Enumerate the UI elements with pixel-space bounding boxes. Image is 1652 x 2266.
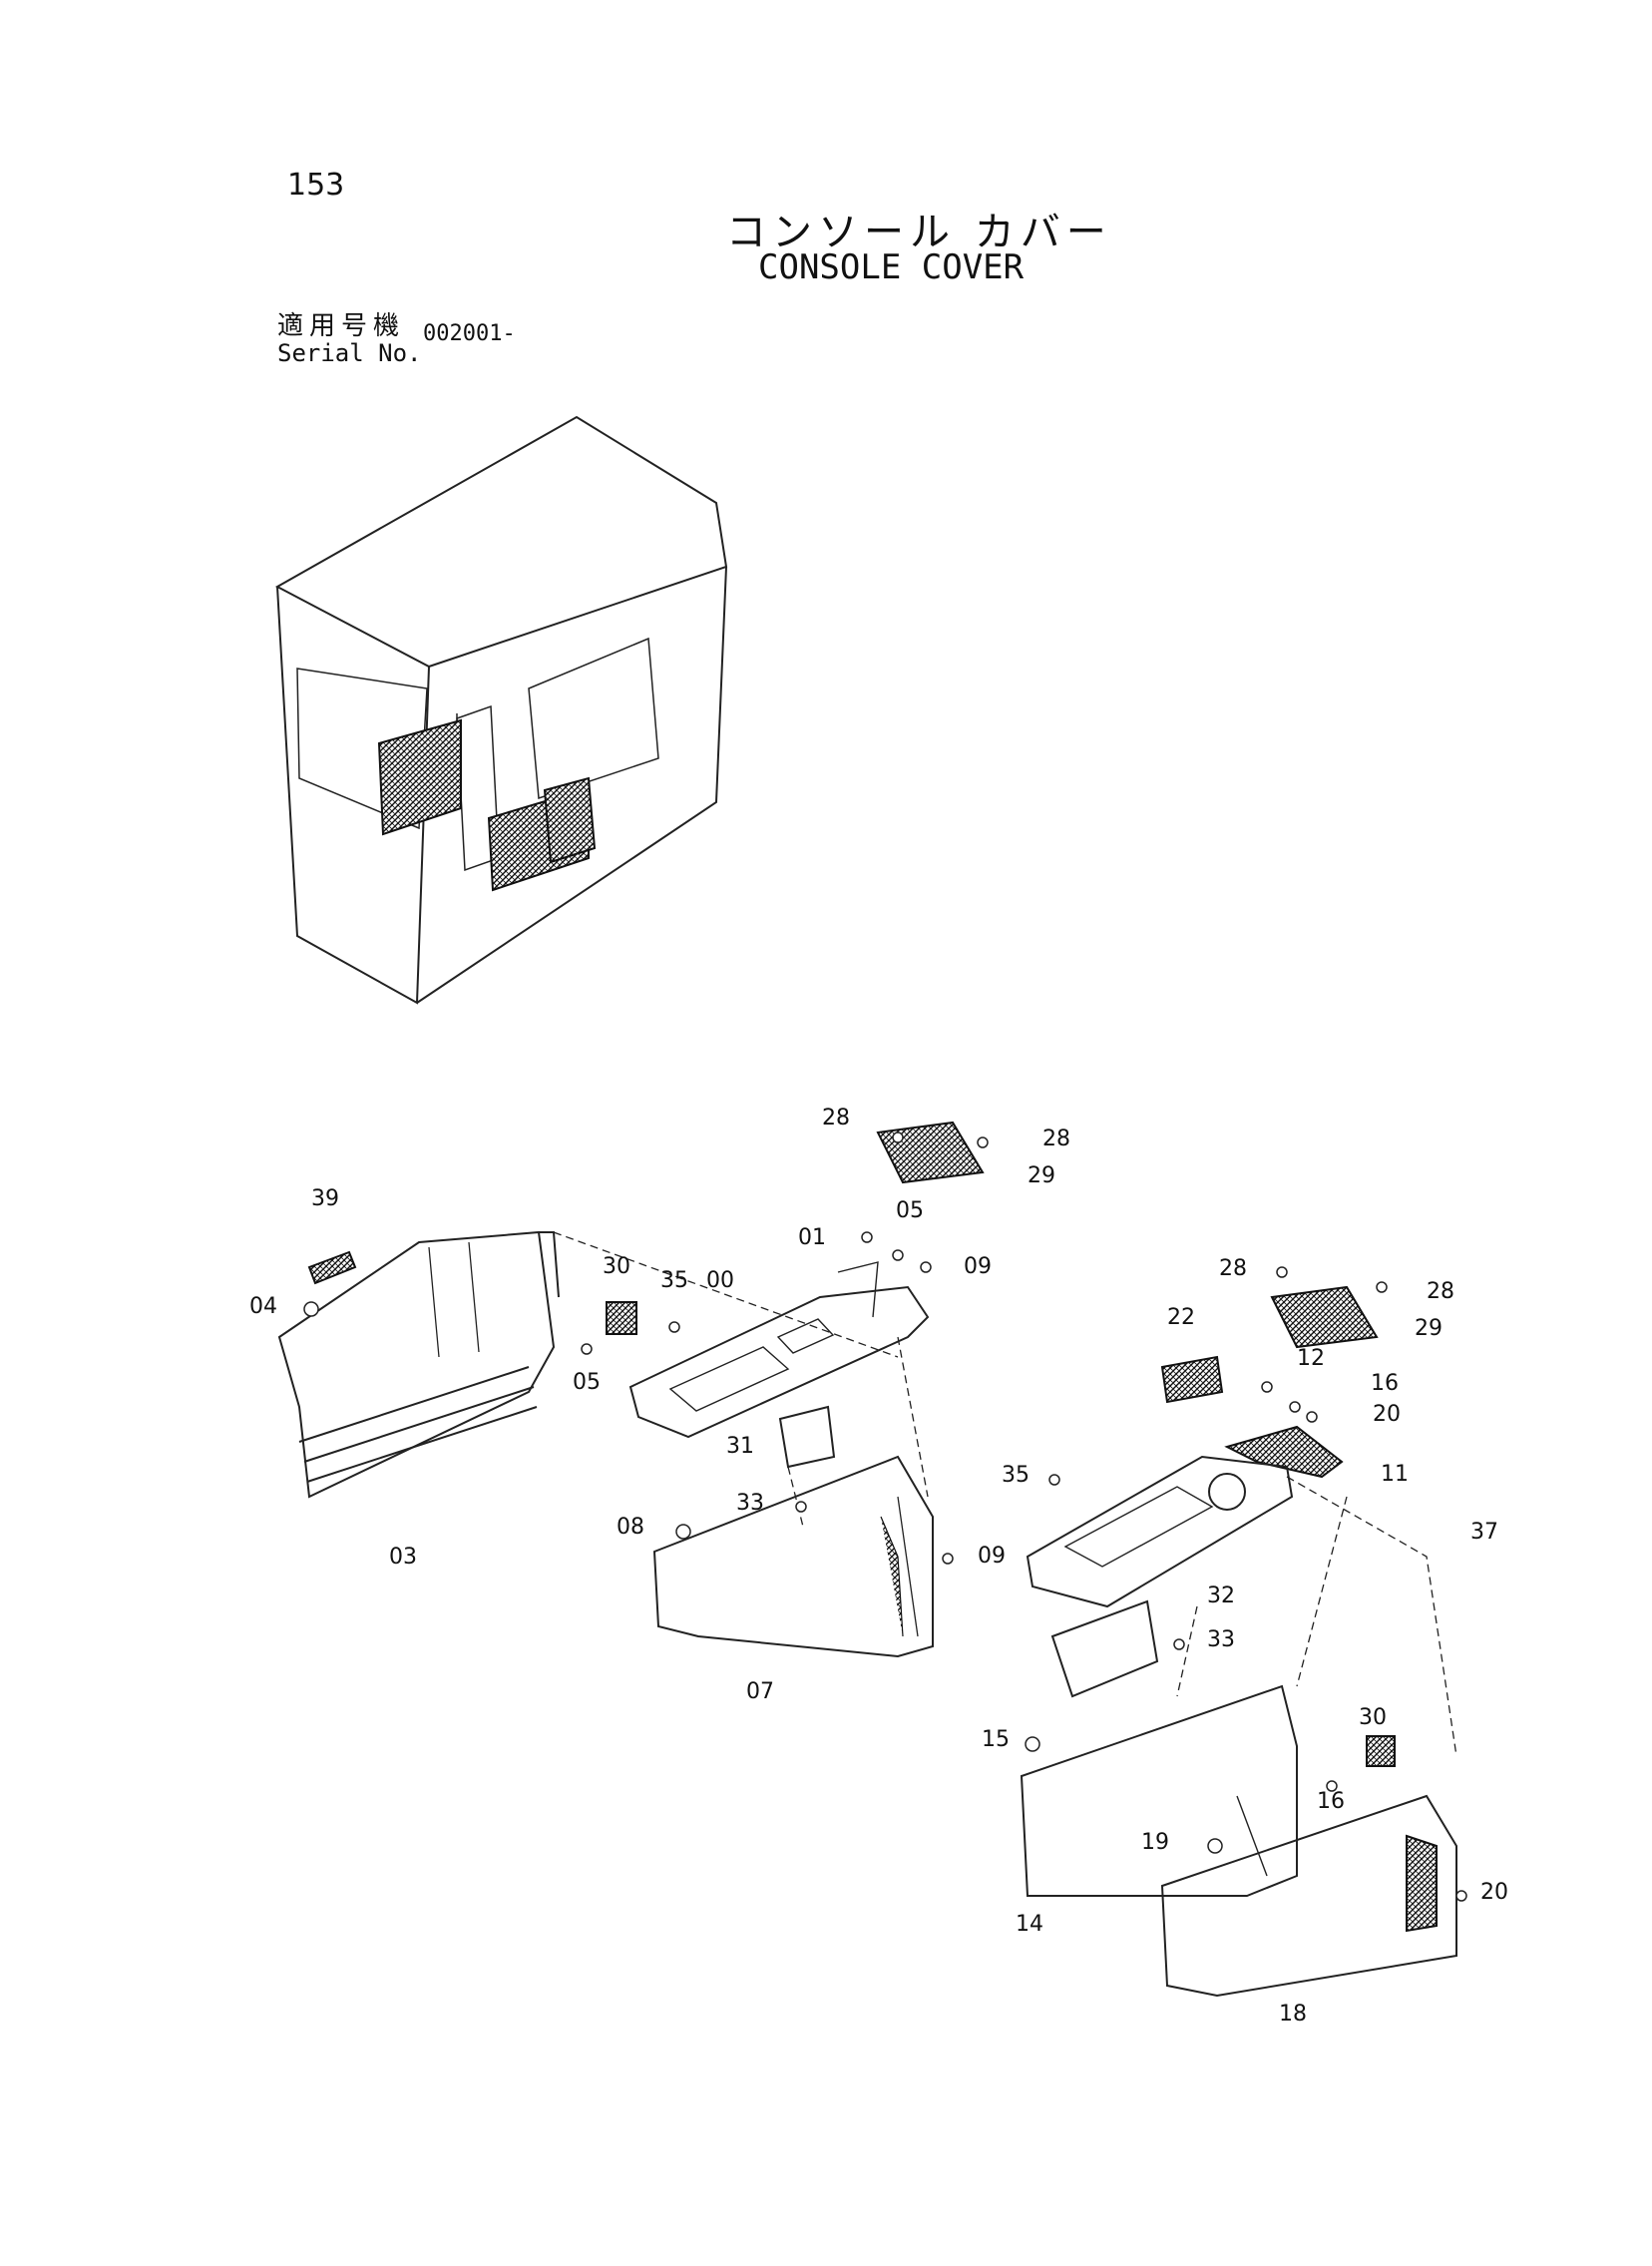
callout-label: 33 bbox=[736, 1491, 764, 1516]
right-console-parts bbox=[1020, 1285, 1457, 1998]
callout-label: 12 bbox=[1297, 1346, 1325, 1371]
callout-label: 14 bbox=[1016, 1912, 1043, 1937]
callout-label: 32 bbox=[1207, 1584, 1235, 1608]
callout-label: 30 bbox=[603, 1254, 630, 1279]
callout-label: 28 bbox=[822, 1106, 850, 1131]
control-panel-hatching bbox=[377, 718, 597, 892]
left-console-parts bbox=[277, 1121, 985, 1658]
callout-label: 39 bbox=[311, 1186, 339, 1211]
serial-number-value: 002001- bbox=[423, 321, 516, 346]
callout-label: 28 bbox=[1427, 1279, 1454, 1304]
callout-label: 08 bbox=[617, 1515, 644, 1540]
callout-label: 05 bbox=[896, 1198, 924, 1223]
callout-label: 22 bbox=[1167, 1305, 1195, 1330]
callout-label: 30 bbox=[1359, 1705, 1387, 1730]
callout-label: 00 bbox=[706, 1268, 734, 1293]
callout-label: 29 bbox=[1028, 1163, 1055, 1188]
callout-label: 37 bbox=[1470, 1520, 1498, 1545]
title-english: CONSOLE COVER bbox=[758, 247, 1025, 287]
page-number: 153 bbox=[287, 168, 345, 203]
operator-cab-overview-icon bbox=[274, 415, 728, 1005]
callout-label: 09 bbox=[978, 1544, 1006, 1569]
callout-label: 03 bbox=[389, 1545, 417, 1570]
callout-label: 20 bbox=[1373, 1402, 1401, 1427]
callout-label: 11 bbox=[1381, 1462, 1409, 1487]
serial-label-english: Serial No. bbox=[277, 339, 422, 367]
leader-lines bbox=[553, 1231, 1457, 1757]
callout-label: 16 bbox=[1317, 1789, 1345, 1814]
callout-label: 09 bbox=[964, 1254, 992, 1279]
callout-label: 28 bbox=[1219, 1256, 1247, 1281]
callout-label: 29 bbox=[1415, 1316, 1443, 1341]
title-japanese: コンソール カバー bbox=[726, 210, 1112, 255]
fasteners bbox=[303, 1132, 1467, 1902]
callout-label: 31 bbox=[726, 1434, 754, 1459]
callout-label: 07 bbox=[746, 1679, 774, 1704]
callout-label: 28 bbox=[1042, 1127, 1070, 1151]
callout-label: 19 bbox=[1141, 1830, 1169, 1855]
callout-label: 35 bbox=[660, 1268, 688, 1293]
callout-label: 04 bbox=[249, 1294, 277, 1319]
callout-label: 15 bbox=[982, 1727, 1010, 1752]
callout-label: 33 bbox=[1207, 1627, 1235, 1652]
callout-label: 05 bbox=[573, 1370, 601, 1395]
callout-label: 35 bbox=[1002, 1463, 1030, 1488]
callout-label: 16 bbox=[1371, 1371, 1399, 1396]
callout-label: 18 bbox=[1279, 2002, 1307, 2027]
right-callouts: 28 28 29 22 12 16 20 35 11 37 32 33 30 1… bbox=[982, 1256, 1508, 2027]
callout-label: 01 bbox=[798, 1225, 826, 1250]
callout-label: 20 bbox=[1480, 1880, 1508, 1905]
serial-label-japanese: 適用号機 bbox=[277, 311, 406, 341]
left-callouts: 39 04 03 30 05 35 00 01 05 09 28 28 29 3… bbox=[249, 1106, 1070, 1704]
